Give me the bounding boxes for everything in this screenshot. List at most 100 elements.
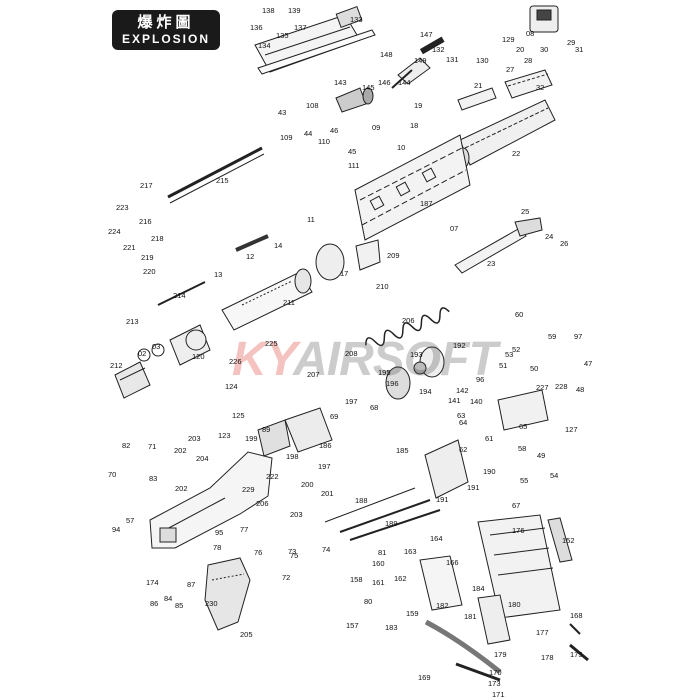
part-label-166: 166 — [446, 558, 459, 567]
part-label-177: 177 — [536, 628, 549, 637]
part-label-206: 206 — [256, 499, 269, 508]
part-label-131: 131 — [446, 55, 459, 64]
stock-plate-part — [424, 389, 549, 499]
part-label-203: 203 — [188, 434, 201, 443]
part-label-20: 20 — [516, 45, 524, 54]
part-label-202: 202 — [175, 484, 188, 493]
part-label-163: 163 — [404, 547, 417, 556]
part-label-145: 145 — [362, 83, 375, 92]
part-label-76: 76 — [254, 548, 262, 557]
part-label-197: 197 — [345, 397, 358, 406]
part-label-57: 57 — [126, 516, 134, 525]
part-label-31: 31 — [575, 45, 583, 54]
part-label-206: 206 — [402, 316, 415, 325]
part-label-132: 132 — [432, 45, 445, 54]
part-label-124: 124 — [225, 382, 238, 391]
part-label-43: 43 — [278, 108, 286, 117]
part-label-23: 23 — [487, 259, 495, 268]
part-label-58: 58 — [518, 444, 526, 453]
part-label-149: 149 — [414, 56, 427, 65]
guide-rod-part — [324, 487, 441, 541]
part-label-133: 133 — [350, 15, 363, 24]
part-label-144: 144 — [398, 78, 411, 87]
part-label-160: 160 — [372, 559, 385, 568]
nozzle-part — [335, 87, 374, 113]
part-label-61: 61 — [485, 434, 493, 443]
part-label-45: 45 — [348, 147, 356, 156]
part-label-135: 135 — [276, 31, 289, 40]
part-label-172: 172 — [0, 0, 13, 2]
part-label-196: 196 — [386, 379, 399, 388]
part-label-217: 217 — [140, 181, 153, 190]
part-label-215: 215 — [216, 176, 229, 185]
follower-spring-part — [424, 619, 502, 682]
part-label-164: 164 — [430, 534, 443, 543]
part-label-176: 176 — [512, 526, 525, 535]
part-label-171: 171 — [492, 690, 505, 699]
part-label-87: 87 — [187, 580, 195, 589]
part-label-86: 86 — [150, 599, 158, 608]
part-label-200: 200 — [301, 480, 314, 489]
part-label-219: 219 — [141, 253, 154, 262]
watermark-prefix: KY — [232, 333, 294, 386]
part-label-183: 183 — [385, 623, 398, 632]
part-label-46: 46 — [330, 126, 338, 135]
part-label-44: 44 — [304, 129, 312, 138]
part-label-224: 224 — [108, 227, 121, 236]
part-label-209: 209 — [387, 251, 400, 260]
part-label-24: 24 — [545, 232, 553, 241]
part-label-80: 80 — [364, 597, 372, 606]
part-label-53: 53 — [505, 350, 513, 359]
title-chinese: 爆炸圖 — [137, 13, 195, 31]
part-label-67: 67 — [512, 501, 520, 510]
handguard-part — [354, 134, 471, 241]
part-label-140: 140 — [470, 397, 483, 406]
part-label-108: 108 — [306, 101, 319, 110]
part-label-130: 130 — [476, 56, 489, 65]
part-label-212: 212 — [110, 361, 123, 370]
part-label-180: 180 — [508, 600, 521, 609]
part-label-227: 227 — [536, 383, 549, 392]
part-label-68: 68 — [370, 403, 378, 412]
watermark-rest: AIRSOFT — [293, 333, 498, 386]
part-label-28: 28 — [524, 56, 532, 65]
part-label-32: 32 — [536, 83, 544, 92]
part-label-84: 84 — [164, 594, 172, 603]
part-label-13: 13 — [214, 270, 222, 279]
part-label-109: 109 — [280, 133, 293, 142]
part-label-214: 214 — [173, 291, 186, 300]
part-label-72: 72 — [282, 573, 290, 582]
part-label-120: 120 — [192, 352, 205, 361]
part-label-190: 190 — [483, 467, 496, 476]
part-label-222: 222 — [266, 472, 279, 481]
part-label-50: 50 — [530, 364, 538, 373]
magazine-body-part — [419, 555, 511, 645]
part-label-147: 147 — [420, 30, 433, 39]
part-label-10: 10 — [397, 143, 405, 152]
part-label-228: 228 — [555, 382, 568, 391]
pin-part — [569, 623, 589, 662]
part-label-83: 83 — [149, 474, 157, 483]
part-label-223: 223 — [116, 203, 129, 212]
part-label-48: 48 — [576, 385, 584, 394]
part-label-211: 211 — [283, 298, 295, 307]
grip-part — [204, 557, 251, 631]
part-label-189: 189 — [385, 519, 398, 528]
part-label-201: 201 — [321, 489, 334, 498]
part-label-188: 188 — [355, 496, 368, 505]
part-label-75: 75 — [290, 551, 298, 560]
part-label-184: 184 — [472, 584, 485, 593]
part-label-148: 148 — [380, 50, 393, 59]
lower-receiver-part — [149, 451, 273, 549]
part-label-08: 08 — [526, 29, 534, 38]
part-label-64: 64 — [459, 418, 467, 427]
part-label-123: 123 — [218, 431, 231, 440]
part-label-27: 27 — [506, 65, 514, 74]
part-label-207: 207 — [307, 370, 320, 379]
part-label-82: 82 — [122, 441, 130, 450]
part-label-03: 03 — [152, 342, 160, 351]
part-label-161: 161 — [372, 578, 385, 587]
part-label-70: 70 — [108, 470, 116, 479]
